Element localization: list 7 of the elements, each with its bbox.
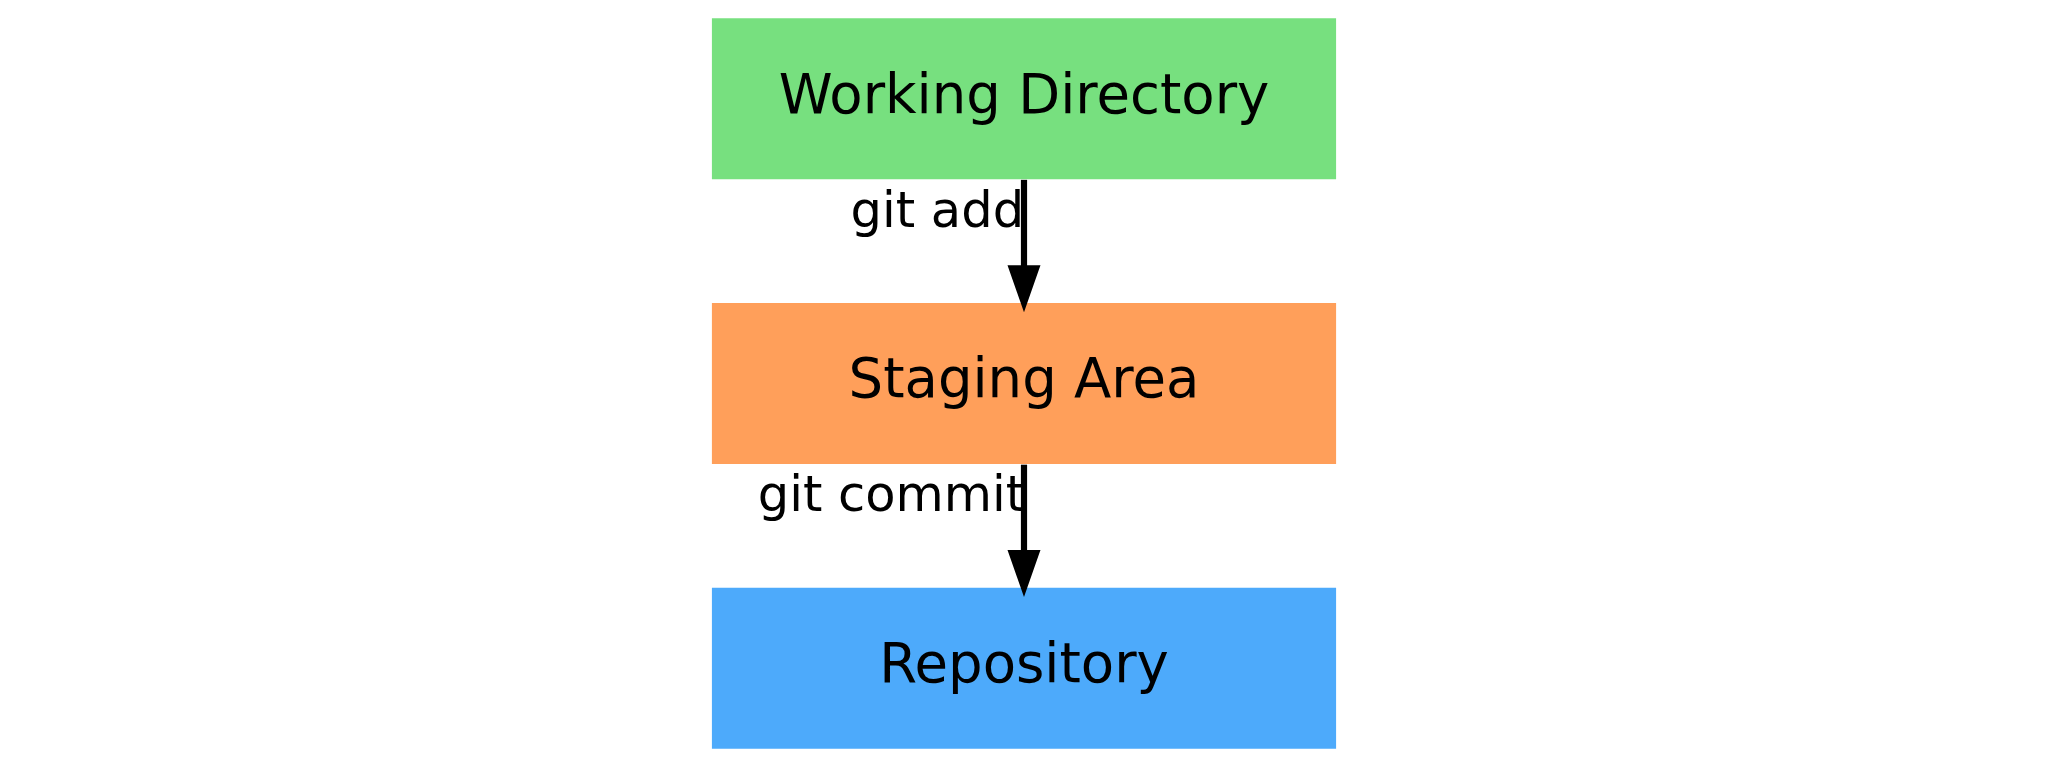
edge-label: git add <box>850 180 1025 239</box>
arrow <box>1007 179 1041 313</box>
node-box: Staging Area <box>711 303 1337 464</box>
node-box: Repository <box>711 587 1337 749</box>
node-box: Working Directory <box>711 18 1337 180</box>
edge-label: git commit <box>757 465 1026 524</box>
arrow <box>1007 464 1041 598</box>
